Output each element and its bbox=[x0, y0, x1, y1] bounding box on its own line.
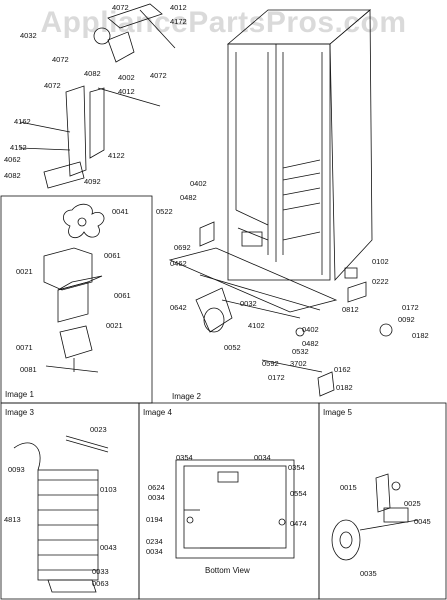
part-label: 0182 bbox=[412, 331, 429, 340]
part-label: 0532 bbox=[292, 347, 309, 356]
part-label: 4072 bbox=[52, 55, 69, 64]
part-label: 0482 bbox=[180, 193, 197, 202]
part-label: 4032 bbox=[20, 31, 37, 40]
part-label: 4172 bbox=[170, 17, 187, 26]
image2-drawing bbox=[168, 221, 393, 397]
part-label: 4002 bbox=[118, 73, 135, 82]
part-label: 4012 bbox=[170, 3, 187, 12]
part-label: 0092 bbox=[398, 315, 415, 324]
part-label: 4152 bbox=[10, 143, 27, 152]
part-label: 0025 bbox=[404, 499, 421, 508]
evaporator-fan-assembly bbox=[19, 3, 176, 189]
caption-image1: Image 1 bbox=[5, 390, 34, 399]
part-label: 0554 bbox=[290, 489, 307, 498]
caption-bottom-view: Bottom View bbox=[205, 566, 250, 575]
part-label: 0172 bbox=[402, 303, 419, 312]
part-label: 0354 bbox=[288, 463, 305, 472]
part-label: 0182 bbox=[336, 383, 353, 392]
caption-image3: Image 3 bbox=[5, 408, 34, 417]
part-label: 0194 bbox=[146, 515, 163, 524]
part-label: 0592 bbox=[262, 359, 279, 368]
image1-drawing bbox=[43, 203, 105, 373]
image4-drawing bbox=[175, 459, 295, 559]
caption-image5: Image 5 bbox=[323, 408, 352, 417]
part-label: 0102 bbox=[372, 257, 389, 266]
part-label: 0045 bbox=[414, 517, 431, 526]
part-label: 0034 bbox=[148, 493, 165, 502]
part-label: 4102 bbox=[248, 321, 265, 330]
part-label: 0034 bbox=[254, 453, 271, 462]
part-label: 0093 bbox=[8, 465, 25, 474]
part-label: 0354 bbox=[176, 453, 193, 462]
part-label: 4162 bbox=[14, 117, 31, 126]
part-label: 4072 bbox=[44, 81, 61, 90]
part-label: 0034 bbox=[146, 547, 163, 556]
part-label: 0052 bbox=[224, 343, 241, 352]
cabinet-drawing bbox=[226, 9, 373, 281]
part-label: 0462 bbox=[170, 259, 187, 268]
part-label: 0063 bbox=[92, 579, 109, 588]
part-label: 0522 bbox=[156, 207, 173, 216]
part-label: 4062 bbox=[4, 155, 21, 164]
image3-drawing bbox=[13, 435, 109, 593]
part-label: 4072 bbox=[150, 71, 167, 80]
part-label: 0402 bbox=[302, 325, 319, 334]
part-label: 0023 bbox=[90, 425, 107, 434]
part-label: 0032 bbox=[240, 299, 257, 308]
part-label: 0812 bbox=[342, 305, 359, 314]
part-label: 0081 bbox=[20, 365, 37, 374]
part-label: 0061 bbox=[104, 251, 121, 260]
part-label: 0402 bbox=[190, 179, 207, 188]
part-label: 0482 bbox=[302, 339, 319, 348]
part-label: 4122 bbox=[108, 151, 125, 160]
part-label: 0222 bbox=[372, 277, 389, 286]
part-label: 4012 bbox=[118, 87, 135, 96]
part-label: 0474 bbox=[290, 519, 307, 528]
part-label: 0103 bbox=[100, 485, 117, 494]
part-label: 0234 bbox=[146, 537, 163, 546]
part-label: 4092 bbox=[84, 177, 101, 186]
part-label: 0021 bbox=[16, 267, 33, 276]
image5-drawing bbox=[331, 473, 419, 561]
part-label: 4082 bbox=[4, 171, 21, 180]
part-label: 0692 bbox=[174, 243, 191, 252]
caption-image4: Image 4 bbox=[143, 408, 172, 417]
part-label: 0061 bbox=[114, 291, 131, 300]
part-label: 0035 bbox=[360, 569, 377, 578]
part-label: 4072 bbox=[112, 3, 129, 12]
part-label: 0642 bbox=[170, 303, 187, 312]
part-label: 0015 bbox=[340, 483, 357, 492]
caption-image2: Image 2 bbox=[172, 392, 201, 401]
part-label: 0043 bbox=[100, 543, 117, 552]
part-label: 0172 bbox=[268, 373, 285, 382]
part-label: 4813 bbox=[4, 515, 21, 524]
part-label: 0162 bbox=[334, 365, 351, 374]
part-label: 0033 bbox=[92, 567, 109, 576]
part-label: 0021 bbox=[106, 321, 123, 330]
image5-frame bbox=[318, 402, 447, 600]
part-label: 3702 bbox=[290, 359, 307, 368]
part-label: 0624 bbox=[148, 483, 165, 492]
part-label: 4082 bbox=[84, 69, 101, 78]
part-label: 0041 bbox=[112, 207, 129, 216]
part-label: 0071 bbox=[16, 343, 33, 352]
